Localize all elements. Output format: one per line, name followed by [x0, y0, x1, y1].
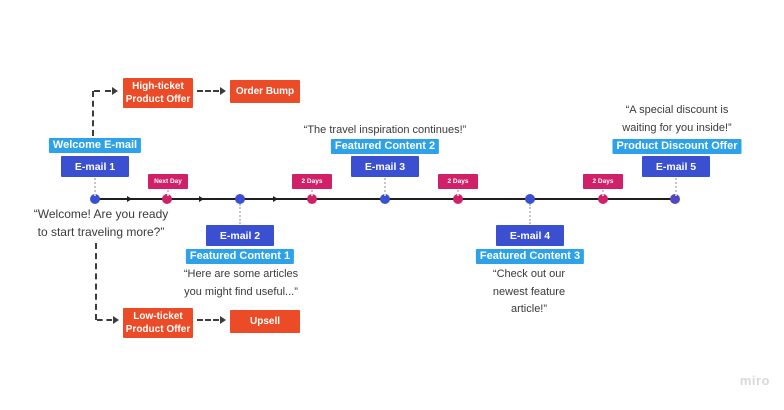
interval-badge-2-days[interactable]: 2 Days [438, 174, 478, 189]
timeline-dot-email-4[interactable] [525, 194, 535, 204]
arrow-right-icon [112, 87, 118, 95]
timeline-dot-interval-1[interactable] [162, 194, 172, 204]
offer-label-line: Low-ticket [133, 311, 183, 322]
badge-connector [311, 190, 313, 196]
badge-connector [457, 190, 459, 196]
email-connector [675, 178, 677, 196]
email-connector [239, 204, 241, 224]
arrow-right-icon [113, 316, 119, 324]
offer-label-line: Upsell [249, 316, 280, 327]
email-3-tag[interactable]: Featured Content 2 [330, 139, 440, 154]
upsell-box[interactable]: Upsell [230, 310, 300, 333]
offer-label-line: Product Offer [125, 94, 191, 105]
low-ticket-product-offer-box[interactable]: Low-ticket Product Offer [123, 308, 193, 338]
arrow-right-icon [220, 87, 226, 95]
email-5-tag[interactable]: Product Discount Offer [612, 139, 742, 154]
quote-line: “Check out our [492, 268, 566, 280]
email-2-box[interactable]: E-mail 2 [206, 225, 274, 246]
email-4-quote[interactable]: “Check out our newest feature article!” [493, 266, 565, 319]
email-1-tag[interactable]: Welcome E-mail [48, 138, 142, 153]
bottom-branch-horizontal-connector [97, 319, 112, 321]
timeline-dot-email-3[interactable] [380, 194, 390, 204]
order-bump-connector [197, 90, 219, 92]
timeline-arrow-icon [127, 196, 132, 202]
email-connector [94, 178, 96, 196]
timeline-arrow-icon [273, 196, 278, 202]
email-5-quote[interactable]: “A special discount is waiting for you i… [622, 102, 731, 137]
interval-badge-next-day[interactable]: Next Day [148, 174, 188, 189]
timeline-arrow-icon [199, 196, 204, 202]
badge-connector [602, 190, 604, 196]
email-4-tag[interactable]: Featured Content 3 [475, 249, 585, 264]
welcome-quote[interactable]: “Welcome! Are you ready to start traveli… [34, 206, 169, 241]
miro-watermark: miro [739, 373, 770, 388]
high-ticket-product-offer-box[interactable]: High-ticket Product Offer [123, 78, 193, 108]
quote-line: to start traveling more?” [37, 224, 165, 239]
timeline-dot-email-1[interactable] [90, 194, 100, 204]
badge-connector [167, 190, 169, 196]
interval-badge-2-days[interactable]: 2 Days [583, 174, 623, 189]
email-connector [384, 178, 386, 196]
timeline-dot-email-2[interactable] [235, 194, 245, 204]
arrow-right-icon [220, 316, 226, 324]
quote-line: newest feature [492, 285, 566, 298]
upsell-connector [197, 319, 219, 321]
email-5-box[interactable]: E-mail 5 [642, 156, 710, 177]
offer-label-line: High-ticket [132, 81, 184, 92]
timeline-dot-interval-4[interactable] [598, 194, 608, 204]
timeline-dot-email-5[interactable] [670, 194, 680, 204]
email-2-quote[interactable]: “Here are some articles you might find u… [184, 266, 298, 301]
email-3-quote[interactable]: “The travel inspiration continues!” [304, 122, 467, 140]
email-4-box[interactable]: E-mail 4 [496, 225, 564, 246]
timeline-dot-interval-3[interactable] [453, 194, 463, 204]
quote-line: “Here are some articles [183, 268, 299, 280]
email-3-box[interactable]: E-mail 3 [351, 156, 419, 177]
bottom-branch-vertical-connector [95, 243, 97, 320]
timeline-dot-interval-2[interactable] [307, 194, 317, 204]
email-1-box[interactable]: E-mail 1 [61, 156, 129, 177]
offer-label-line: Order Bump [235, 86, 295, 97]
offer-label-line: Product Offer [125, 324, 191, 335]
top-branch-horizontal-connector [94, 90, 111, 92]
interval-badge-2-days[interactable]: 2 Days [292, 174, 332, 189]
email-connector [529, 204, 531, 224]
order-bump-box[interactable]: Order Bump [230, 80, 300, 103]
quote-line: you might find useful...” [184, 285, 298, 298]
quote-line: “Welcome! Are you ready [33, 207, 169, 221]
quote-line: waiting for you inside!” [622, 121, 732, 134]
top-branch-vertical-connector [92, 91, 94, 136]
quote-line: “A special discount is [625, 104, 729, 116]
quote-line: article!” [510, 303, 548, 315]
email-2-tag[interactable]: Featured Content 1 [185, 249, 295, 264]
quote-line: “The travel inspiration continues!” [303, 124, 467, 136]
